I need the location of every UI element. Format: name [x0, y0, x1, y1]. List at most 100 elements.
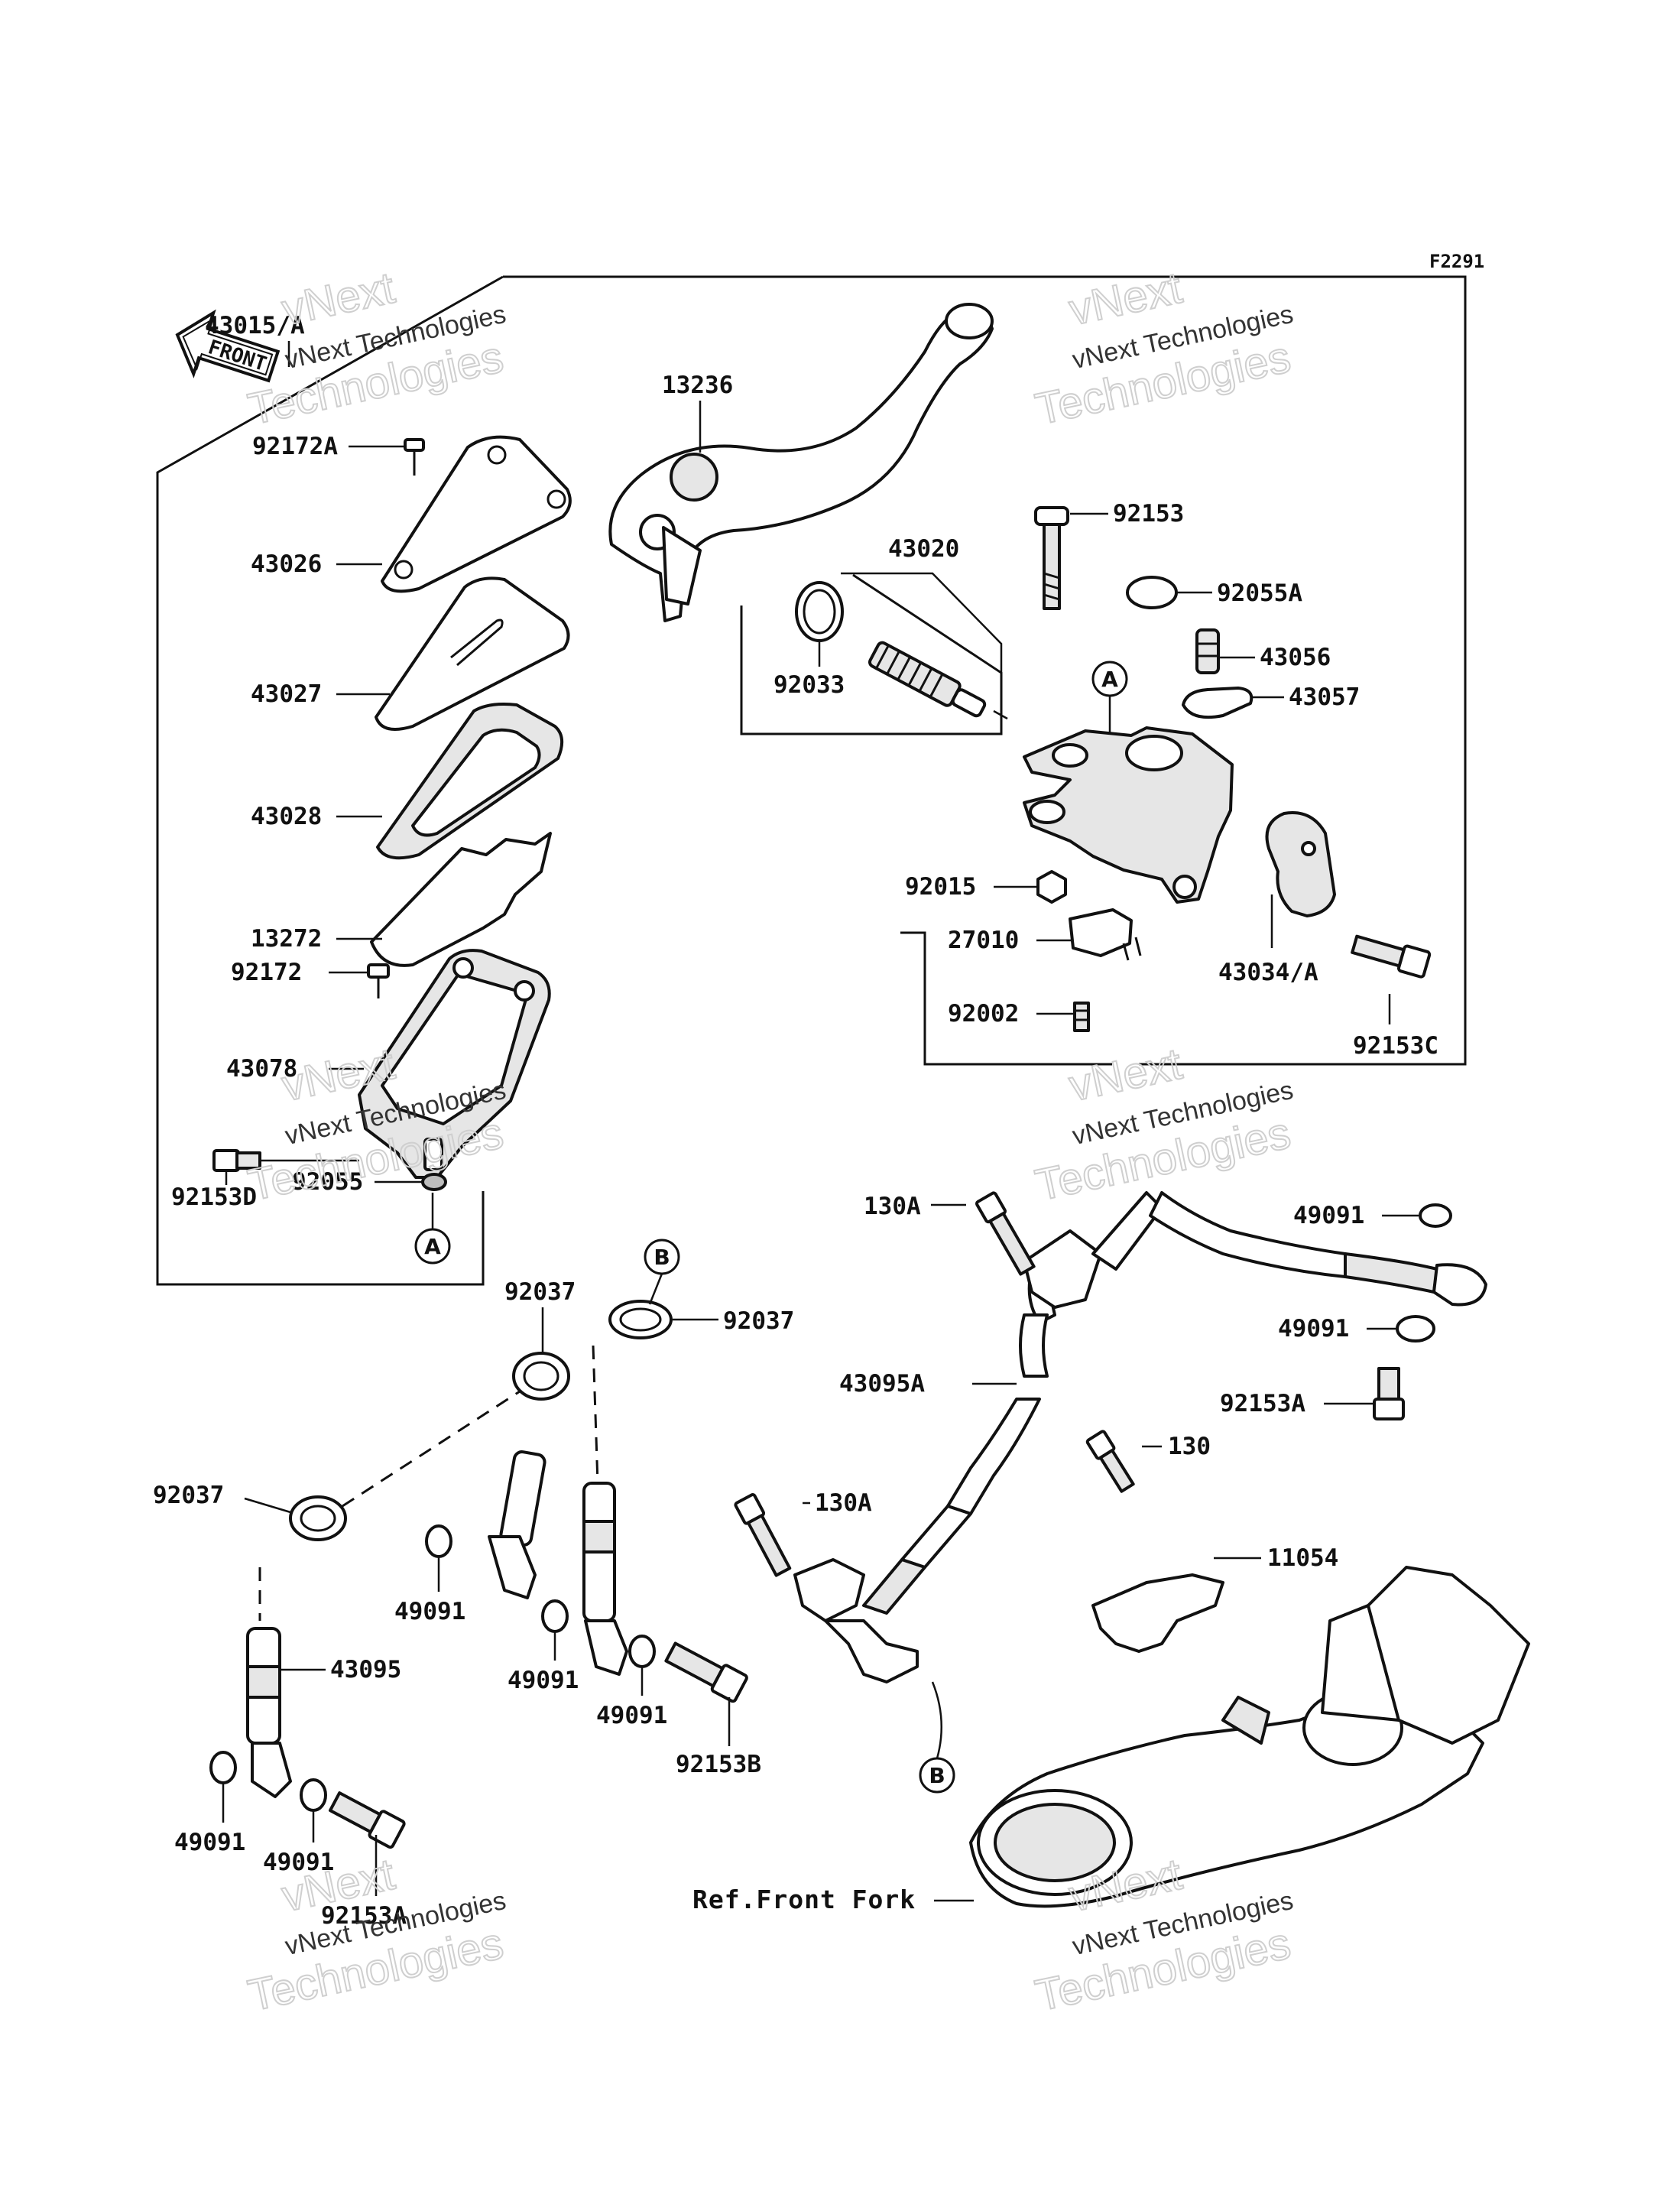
label-92153: 92153	[1113, 500, 1184, 528]
banjo-bolt-92153a-l	[328, 1791, 406, 1849]
watermark-4: vNext vNext Technologies Technologies	[1030, 1038, 1296, 1211]
label-92002: 92002	[948, 1000, 1019, 1028]
diaphragm-plate-43027	[375, 576, 570, 731]
label-27010: 27010	[948, 927, 1019, 954]
label-43057: 43057	[1289, 683, 1360, 711]
label-130a-2: 130A	[815, 1489, 872, 1517]
label-130a-1: 130A	[864, 1193, 921, 1220]
oring-92055a	[1126, 576, 1178, 609]
reservoir-cap-43026	[381, 435, 572, 593]
banjo-bolt-92153a-r	[1373, 1367, 1405, 1420]
clamp-92037-3	[289, 1495, 347, 1541]
nut-92015	[1036, 870, 1067, 904]
washer-49091-m1	[425, 1524, 452, 1558]
plate-43057	[1182, 687, 1254, 719]
label-92153b: 92153B	[676, 1751, 761, 1778]
label-43095: 43095	[330, 1656, 401, 1683]
label-92033: 92033	[774, 671, 845, 699]
label-13236: 13236	[662, 372, 733, 399]
label-43026: 43026	[251, 550, 322, 578]
label-92037-2: 92037	[723, 1307, 794, 1335]
front-fork-ref	[969, 1566, 1530, 1908]
label-49091-m3: 49091	[596, 1702, 667, 1729]
watermark-2: vNext vNext Technologies Technologies	[1030, 262, 1296, 435]
label-49091-l1: 49091	[174, 1829, 245, 1856]
label-43095a: 43095A	[839, 1370, 925, 1398]
svg-text:B: B	[654, 1245, 670, 1270]
washer-49091-r1	[1419, 1203, 1452, 1228]
label-92153d: 92153D	[171, 1183, 257, 1211]
washer-49091-m3	[628, 1635, 656, 1668]
callout-a-bottom: A	[414, 1193, 451, 1265]
label-92037-3: 92037	[153, 1482, 224, 1509]
svg-text:vNext: vNext	[1065, 1039, 1186, 1111]
screw-92172a	[404, 438, 425, 476]
switch-27010	[1069, 908, 1133, 957]
bolt-130	[1085, 1430, 1135, 1493]
clamp-92037-2	[608, 1300, 673, 1339]
part-labels: 43015/A 92172A 43026 43027 43028 13272 9…	[153, 312, 1438, 1930]
master-cylinder-body	[1023, 726, 1234, 904]
screw-92172	[367, 963, 390, 998]
label-49091-r2: 49091	[1278, 1315, 1349, 1343]
clamp-43034a	[1265, 811, 1336, 917]
label-49091-m2: 49091	[508, 1667, 579, 1694]
clamp-92037-1	[512, 1352, 570, 1401]
screw-92002	[1073, 1002, 1090, 1032]
label-43078: 43078	[226, 1055, 297, 1083]
washer-49091-m2	[541, 1599, 569, 1633]
label-92055a: 92055A	[1217, 580, 1302, 607]
brake-lever-13236	[608, 310, 994, 622]
svg-text:B: B	[929, 1763, 945, 1788]
label-ref-front-fork: Ref.Front Fork	[692, 1885, 916, 1914]
label-43015a: 43015/A	[205, 312, 305, 339]
label-49091-l2: 49091	[263, 1849, 334, 1876]
label-43028: 43028	[251, 803, 322, 830]
label-11054: 11054	[1267, 1544, 1338, 1572]
hose-mid-right	[582, 1482, 628, 1676]
dashed-guide-2	[592, 1345, 599, 1484]
svg-text:vNext: vNext	[277, 263, 399, 335]
banjo-bolt-92153b	[664, 1641, 748, 1703]
washer-49091-l1	[209, 1751, 237, 1784]
bolt-130a-1	[975, 1191, 1036, 1276]
dashed-guide-1	[342, 1390, 521, 1508]
label-43034a: 43034/A	[1218, 959, 1318, 986]
svg-text:vNext: vNext	[1065, 263, 1186, 335]
label-92055: 92055	[292, 1168, 363, 1196]
assembly-frame	[156, 275, 1467, 1286]
oring-92055	[421, 1173, 447, 1191]
bleeder-43056	[1195, 628, 1220, 674]
pivot-bolt-92153	[1034, 506, 1069, 610]
label-43020: 43020	[888, 535, 959, 563]
leader-lines	[222, 341, 1419, 1902]
hose-43095a	[793, 1191, 1487, 1683]
label-49091-r1: 49091	[1293, 1202, 1364, 1229]
piston-kit-43020	[795, 581, 1008, 720]
hose-43095	[246, 1627, 292, 1798]
callout-b-bottom: B	[919, 1681, 955, 1794]
figure-code: F2291	[1429, 251, 1484, 272]
svg-text:A: A	[424, 1234, 441, 1259]
label-13272: 13272	[251, 925, 322, 953]
filter-13272	[370, 832, 552, 967]
callout-b-top: B	[644, 1239, 680, 1305]
label-43056: 43056	[1260, 644, 1331, 671]
label-92015: 92015	[905, 873, 976, 901]
washer-49091-r2	[1396, 1315, 1435, 1343]
label-92172a: 92172A	[252, 433, 338, 460]
label-92153c: 92153C	[1353, 1032, 1438, 1060]
svg-text:A: A	[1101, 667, 1118, 692]
label-130: 130	[1168, 1433, 1211, 1460]
label-92153a-l: 92153A	[321, 1902, 407, 1930]
label-92172: 92172	[231, 959, 302, 986]
callout-a-top: A	[1091, 661, 1128, 734]
bolt-130a-2	[734, 1493, 792, 1577]
bolt-92153c	[1351, 934, 1432, 979]
label-49091-m1: 49091	[394, 1598, 465, 1625]
washer-49091-l2	[300, 1778, 327, 1812]
label-92037-1: 92037	[504, 1278, 576, 1306]
hose-mid-left	[488, 1450, 546, 1599]
label-92153a-r: 92153A	[1220, 1390, 1305, 1417]
